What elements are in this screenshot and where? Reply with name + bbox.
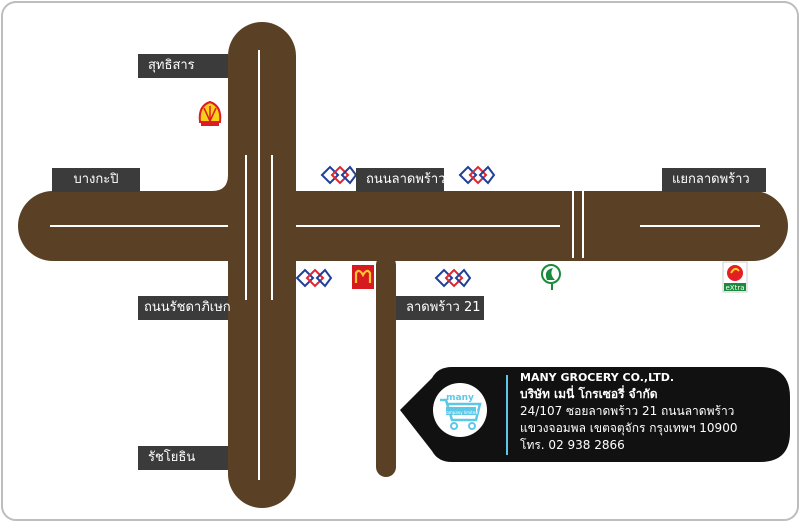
logo-word: many bbox=[446, 393, 474, 403]
extra-text: eXtra bbox=[725, 284, 744, 292]
road-ratchadaphisek bbox=[228, 22, 296, 508]
road-soi-ladprao-21 bbox=[376, 255, 396, 477]
big-c-extra-icon: eXtra bbox=[722, 261, 748, 293]
label-ratchayothin: รัชโยธิน bbox=[138, 446, 228, 470]
label-bang-kapi: บางกะปิ bbox=[52, 168, 140, 192]
company-logo: many company limited bbox=[433, 383, 487, 437]
label-yaek-ladprao: แยกลาดพร้าว bbox=[662, 168, 766, 192]
company-phone: โทร. 02 938 2866 bbox=[520, 438, 625, 452]
company-info-bubble bbox=[400, 367, 790, 462]
company-name-en: MANY GROCERY CO.,LTD. bbox=[520, 371, 675, 384]
mrt-icon bbox=[434, 268, 472, 288]
label-suthisan: สุทธิสาร bbox=[138, 54, 228, 78]
company-address-line1: 24/107 ซอยลาดพร้าว 21 ถนนลาดพร้าว bbox=[520, 404, 735, 418]
mcdonalds-icon bbox=[352, 265, 374, 289]
mrt-icon bbox=[295, 268, 333, 288]
company-name-th: บริษัท เมนี่ โกรเซอรี่ จำกัด bbox=[520, 387, 658, 401]
logo-sub: company limited bbox=[444, 410, 478, 415]
label-ladprao-21: ลาดพร้าว 21 bbox=[396, 296, 484, 320]
label-ladprao-road: ถนนลาดพร้าว bbox=[356, 168, 446, 192]
company-address-line2: แขวงจอมพล เขตจตุจักร กรุงเทพฯ 10900 bbox=[520, 421, 738, 435]
label-ratchadaphisek: ถนนรัชดาภิเษก bbox=[138, 296, 231, 320]
shell-icon bbox=[198, 100, 222, 126]
ptt-icon bbox=[541, 264, 561, 290]
mrt-icon bbox=[458, 165, 496, 185]
company-info: MANY GROCERY CO.,LTD. บริษัท เมนี่ โกรเซ… bbox=[520, 370, 737, 454]
road-fillet bbox=[212, 175, 228, 191]
